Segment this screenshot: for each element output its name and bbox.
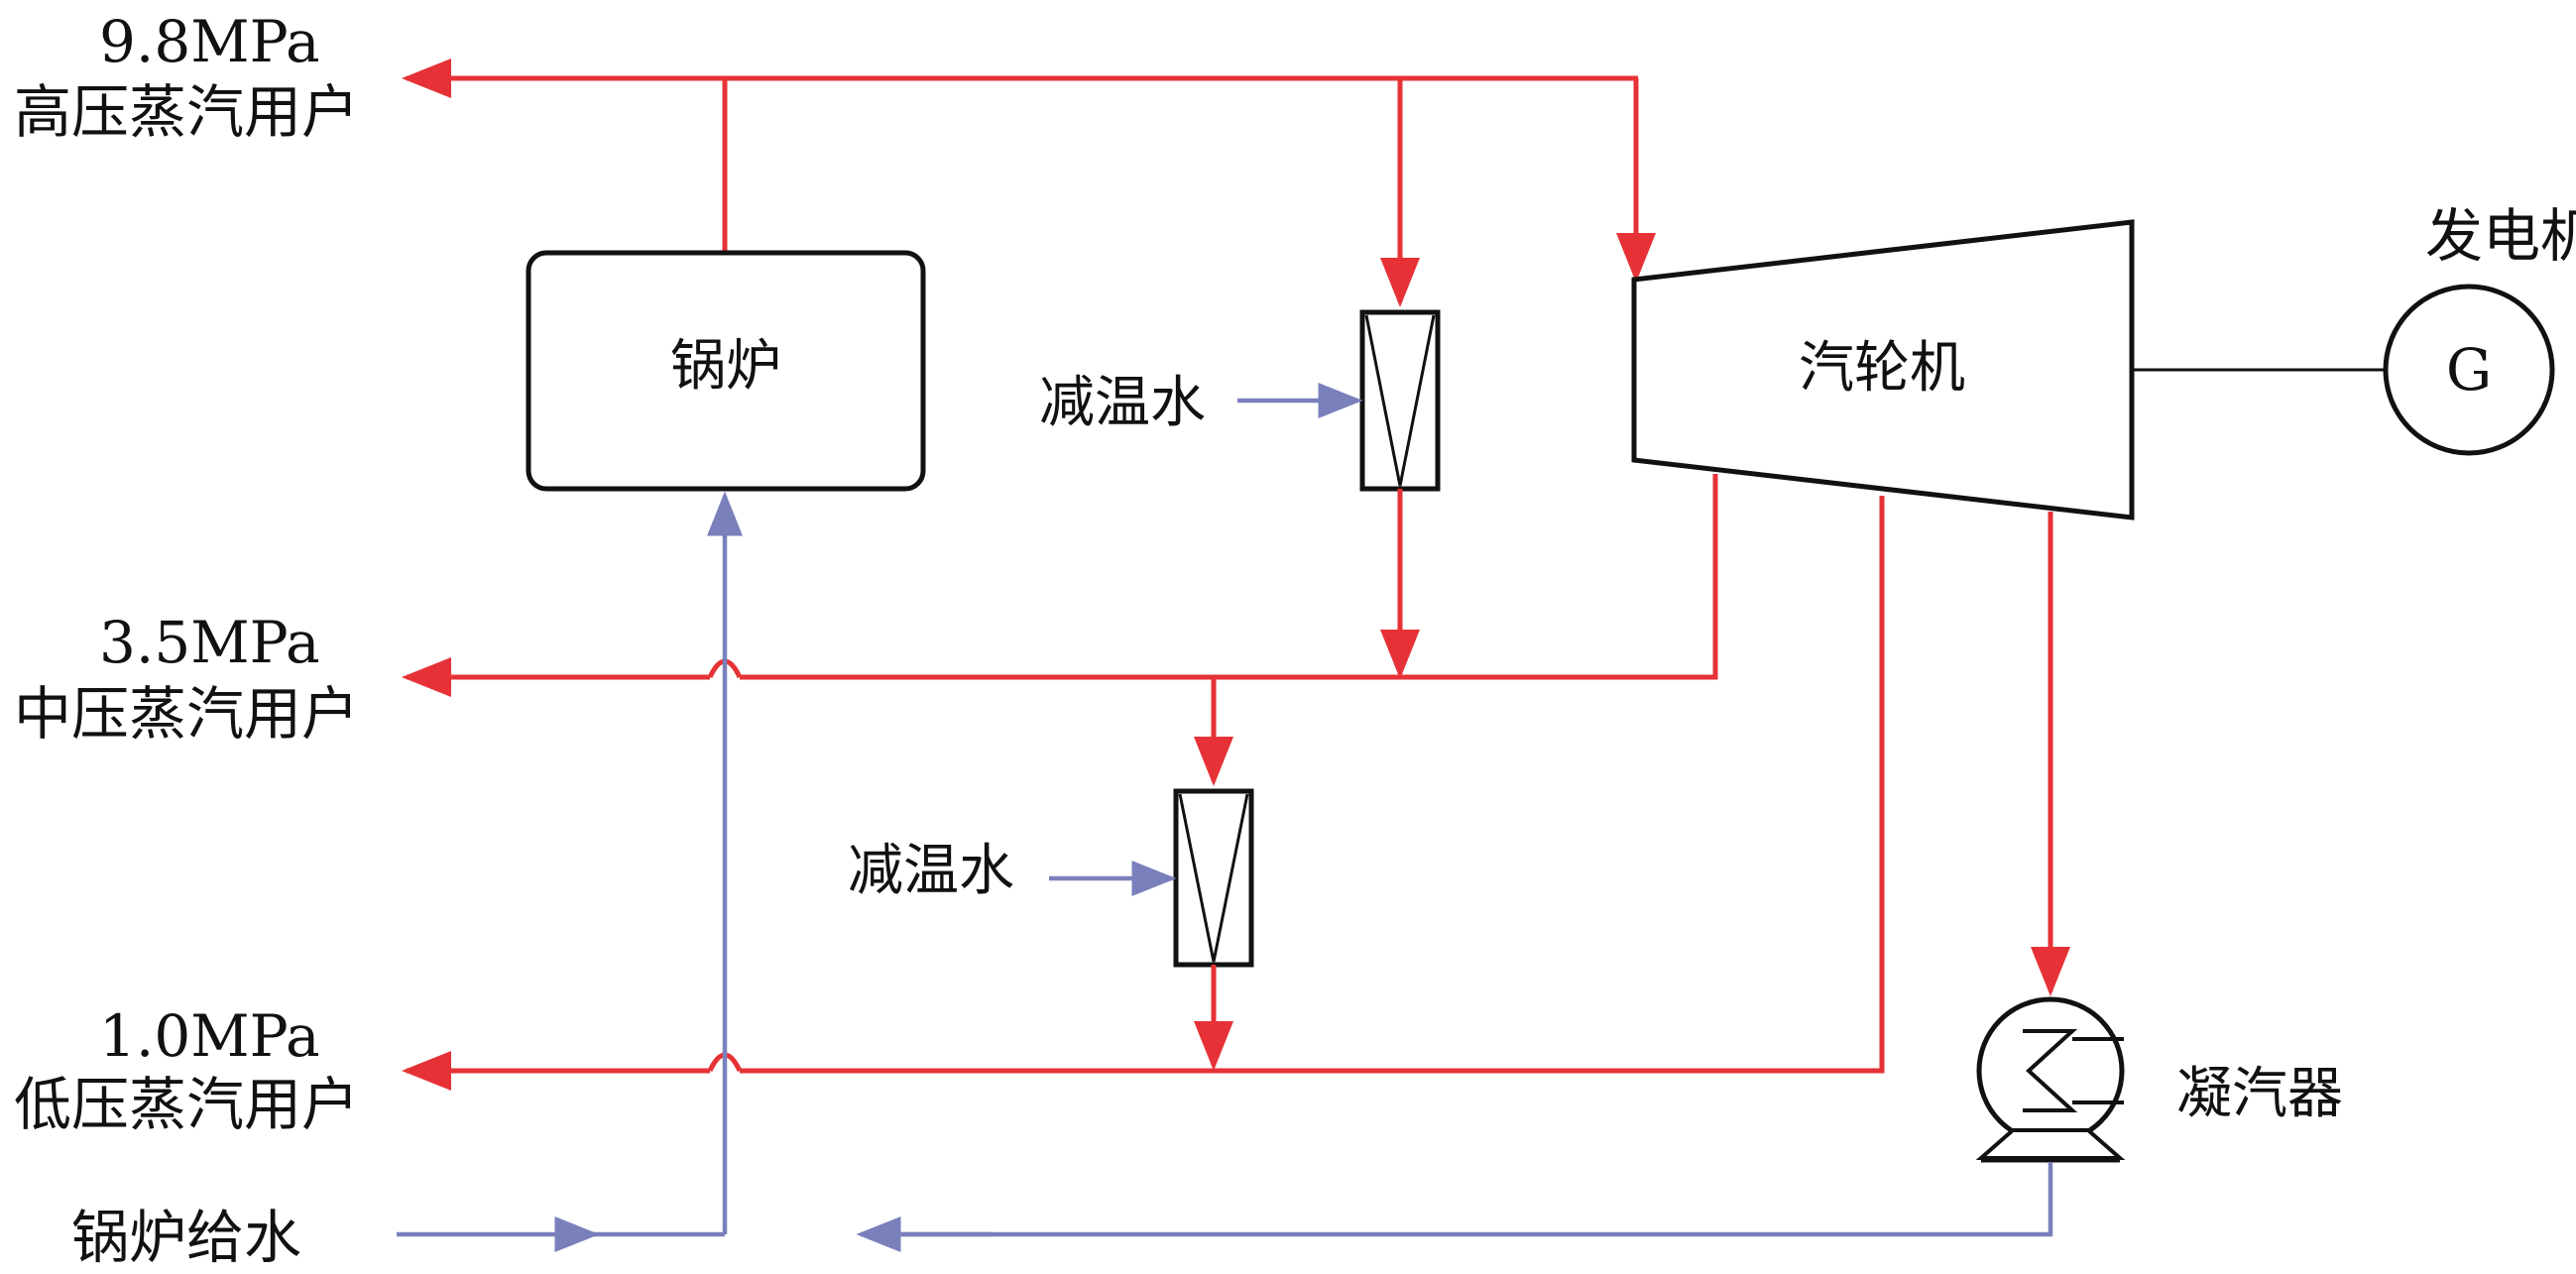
attemperation-water-1: 减温水 [1039,371,1363,435]
lp-steam-header [402,496,1885,1091]
attemperator-mp [1173,788,1254,1071]
mp-steam-header [402,474,1718,786]
condenser: 凝汽器 [1975,996,2343,1163]
mp-users-label: 中压蒸汽用户 [14,680,359,748]
boiler-label: 锅炉 [670,334,781,399]
attemperation-water-2: 减温水 [848,839,1177,903]
hp-users-label: 高压蒸汽用户 [14,78,359,146]
generator: G 发电机 [2383,202,2576,456]
mp-pressure-label: 3.5MPa [99,609,320,676]
steam-turbine: 汽轮机 [1631,219,2386,521]
feedwater-label: 锅炉给水 [71,1204,301,1271]
lp-pressure-label: 1.0MPa [99,1002,320,1070]
condenser-label: 凝汽器 [2176,1062,2343,1126]
boiler-feedwater-line [397,491,2053,1252]
attemperation-water-label-2: 减温水 [848,839,1014,903]
boiler: 锅炉 [526,250,926,492]
lp-users: 1.0MPa 低压蒸汽用户 [14,1002,359,1138]
lp-users-label: 低压蒸汽用户 [14,1071,359,1138]
hp-steam-header [402,58,1656,307]
generator-label: 发电机 [2425,202,2576,270]
hp-users: 9.8MPa 高压蒸汽用户 [14,8,359,146]
attemperation-water-label-1: 减温水 [1039,371,1206,435]
turbine-label: 汽轮机 [1799,336,1965,401]
hp-pressure-label: 9.8MPa [99,8,320,75]
mp-users: 3.5MPa 中压蒸汽用户 [14,609,359,748]
attemperator-hp [1359,309,1441,679]
generator-symbol: G [2446,336,2492,404]
